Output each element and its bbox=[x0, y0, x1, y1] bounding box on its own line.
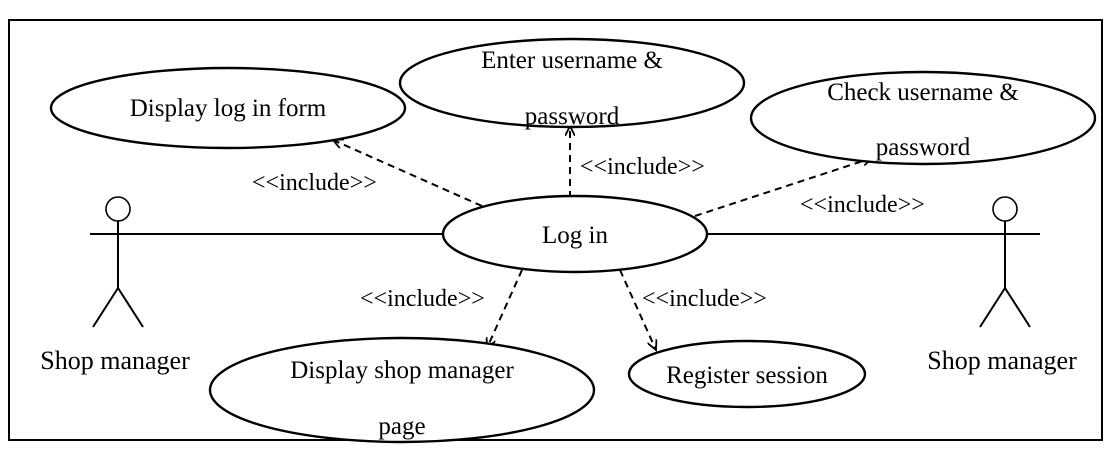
include-label-display-manager-page: <<include>> bbox=[360, 286, 485, 312]
use-case-display-login-form: Display log in form bbox=[49, 66, 407, 150]
actor-right-stick-figure bbox=[977, 196, 1033, 328]
use-case-log-in: Log in bbox=[441, 194, 709, 274]
use-case-log-in-label: Log in bbox=[542, 222, 608, 249]
include-label-display-login-form: <<include>> bbox=[252, 170, 377, 196]
actor-right-label: Shop manager bbox=[927, 346, 1077, 375]
use-case-check-credentials-line-2: password bbox=[876, 134, 971, 161]
use-case-check-credentials: Check username & password bbox=[749, 70, 1097, 166]
use-case-enter-credentials-line-1: Enter username & bbox=[481, 47, 663, 74]
use-case-display-manager-page-line-2: page bbox=[378, 413, 425, 440]
use-case-register-session: Register session bbox=[627, 339, 867, 409]
include-label-check-credentials: <<include>> bbox=[800, 192, 925, 218]
include-label-register-session: <<include>> bbox=[642, 286, 767, 312]
include-arrow-display-manager-page bbox=[487, 269, 523, 348]
actor-left-stick-figure bbox=[90, 196, 146, 328]
diagram-frame bbox=[8, 19, 1103, 441]
use-case-display-manager-page-line-1: Display shop manager bbox=[290, 357, 514, 384]
use-case-register-session-label: Register session bbox=[666, 362, 828, 389]
include-arrow-display-login-form bbox=[333, 140, 483, 207]
include-label-enter-credentials: <<include>> bbox=[580, 154, 705, 180]
use-case-enter-credentials-line-2: password bbox=[525, 103, 620, 130]
use-case-display-login-form-label: Display log in form bbox=[130, 95, 327, 122]
actor-left-label: Shop manager bbox=[40, 346, 190, 375]
use-case-enter-credentials: Enter username & password bbox=[398, 37, 746, 130]
use-case-display-manager-page: Display shop manager page bbox=[208, 336, 596, 444]
include-arrow-register-session bbox=[619, 269, 656, 350]
use-case-check-credentials-line-1: Check username & bbox=[827, 79, 1019, 106]
